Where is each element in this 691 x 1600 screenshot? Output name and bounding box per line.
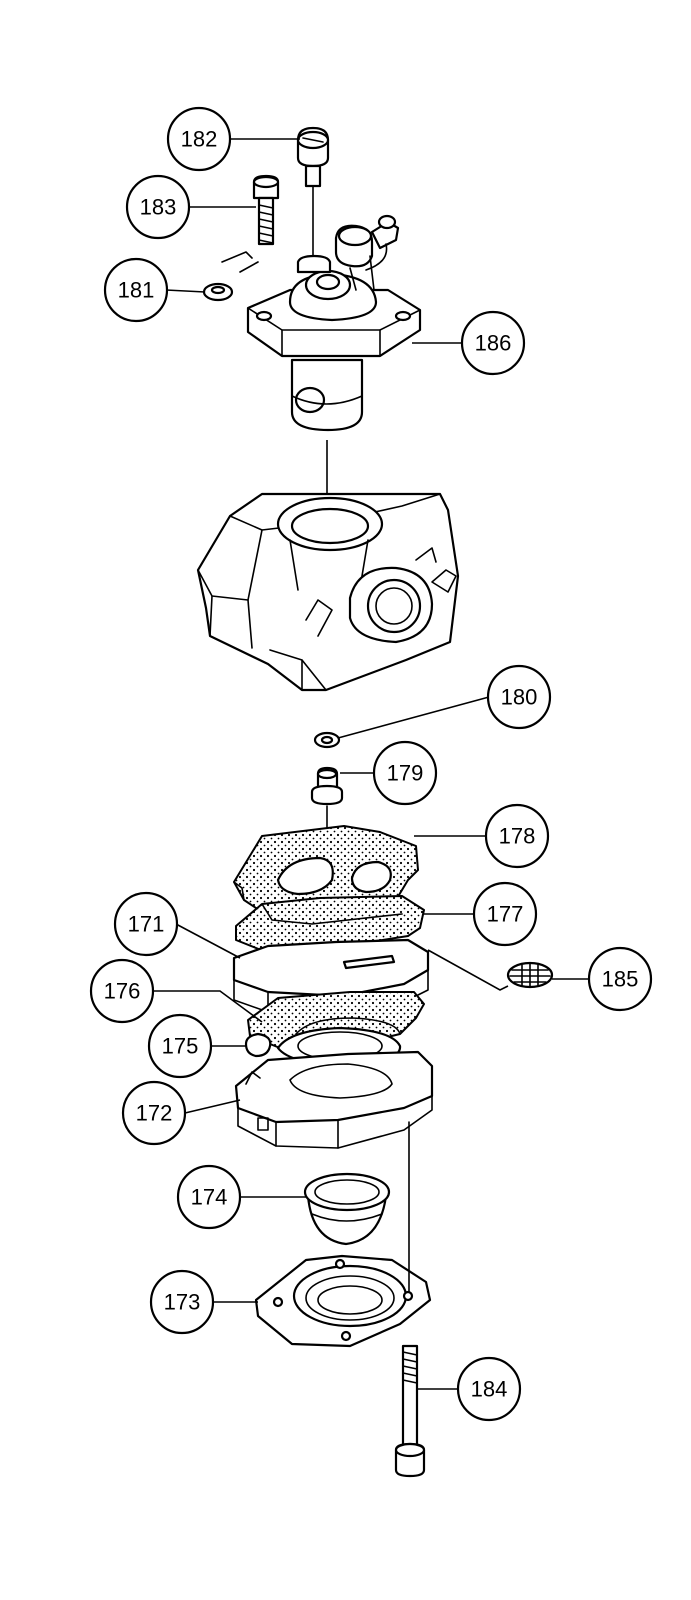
callout-172: 172 bbox=[121, 1080, 187, 1146]
callout-label: 179 bbox=[387, 761, 424, 786]
callout-174: 174 bbox=[176, 1164, 242, 1230]
callout-label: 181 bbox=[118, 278, 155, 303]
callout-label: 172 bbox=[136, 1101, 173, 1126]
part-183-bolt bbox=[221, 174, 280, 273]
part-171-metering-body bbox=[232, 938, 430, 1015]
part-172-pump-body bbox=[234, 1050, 434, 1149]
part-174-cup bbox=[303, 1172, 391, 1246]
part-181-clip bbox=[202, 282, 234, 302]
callout-177: 177 bbox=[472, 881, 538, 947]
part-179-fitting bbox=[310, 766, 344, 881]
callout-label: 171 bbox=[128, 912, 165, 937]
callout-label: 184 bbox=[471, 1377, 508, 1402]
part-184-long-bolt bbox=[394, 1121, 426, 1478]
callout-label: 178 bbox=[499, 824, 536, 849]
callout-171: 171 bbox=[113, 891, 179, 957]
callout-label: 182 bbox=[181, 127, 218, 152]
callout-183: 183 bbox=[125, 174, 191, 240]
callout-176: 176 bbox=[89, 958, 155, 1024]
callout-label: 185 bbox=[602, 967, 639, 992]
callout-label: 177 bbox=[487, 902, 524, 927]
part-180-washer bbox=[313, 731, 341, 749]
callout-175: 175 bbox=[147, 1013, 213, 1079]
part-186-throttle-body bbox=[246, 214, 422, 432]
callout-173: 173 bbox=[149, 1269, 215, 1335]
callout-178: 178 bbox=[484, 803, 550, 869]
callout-179: 179 bbox=[372, 740, 438, 806]
callout-180: 180 bbox=[486, 664, 552, 730]
part-185-filter-screen bbox=[506, 961, 554, 989]
part-182-screw bbox=[296, 126, 330, 263]
callout-184: 184 bbox=[456, 1356, 522, 1422]
callout-label: 174 bbox=[191, 1185, 228, 1210]
callout-185: 185 bbox=[587, 946, 653, 1012]
callout-label: 186 bbox=[475, 331, 512, 356]
leader-lines bbox=[153, 138, 590, 1390]
part-177-plate bbox=[235, 895, 425, 953]
callout-label: 180 bbox=[501, 685, 538, 710]
carburetor-main-body bbox=[196, 492, 460, 692]
callout-186: 186 bbox=[460, 310, 526, 376]
callout-label: 173 bbox=[164, 1290, 201, 1315]
part-173-cover bbox=[254, 1254, 432, 1348]
callout-label: 176 bbox=[104, 979, 141, 1004]
callout-182: 182 bbox=[166, 106, 232, 172]
part-178-gasket bbox=[233, 825, 419, 913]
callout-label: 175 bbox=[162, 1034, 199, 1059]
callout-label: 183 bbox=[140, 195, 177, 220]
callout-181: 181 bbox=[103, 257, 169, 323]
